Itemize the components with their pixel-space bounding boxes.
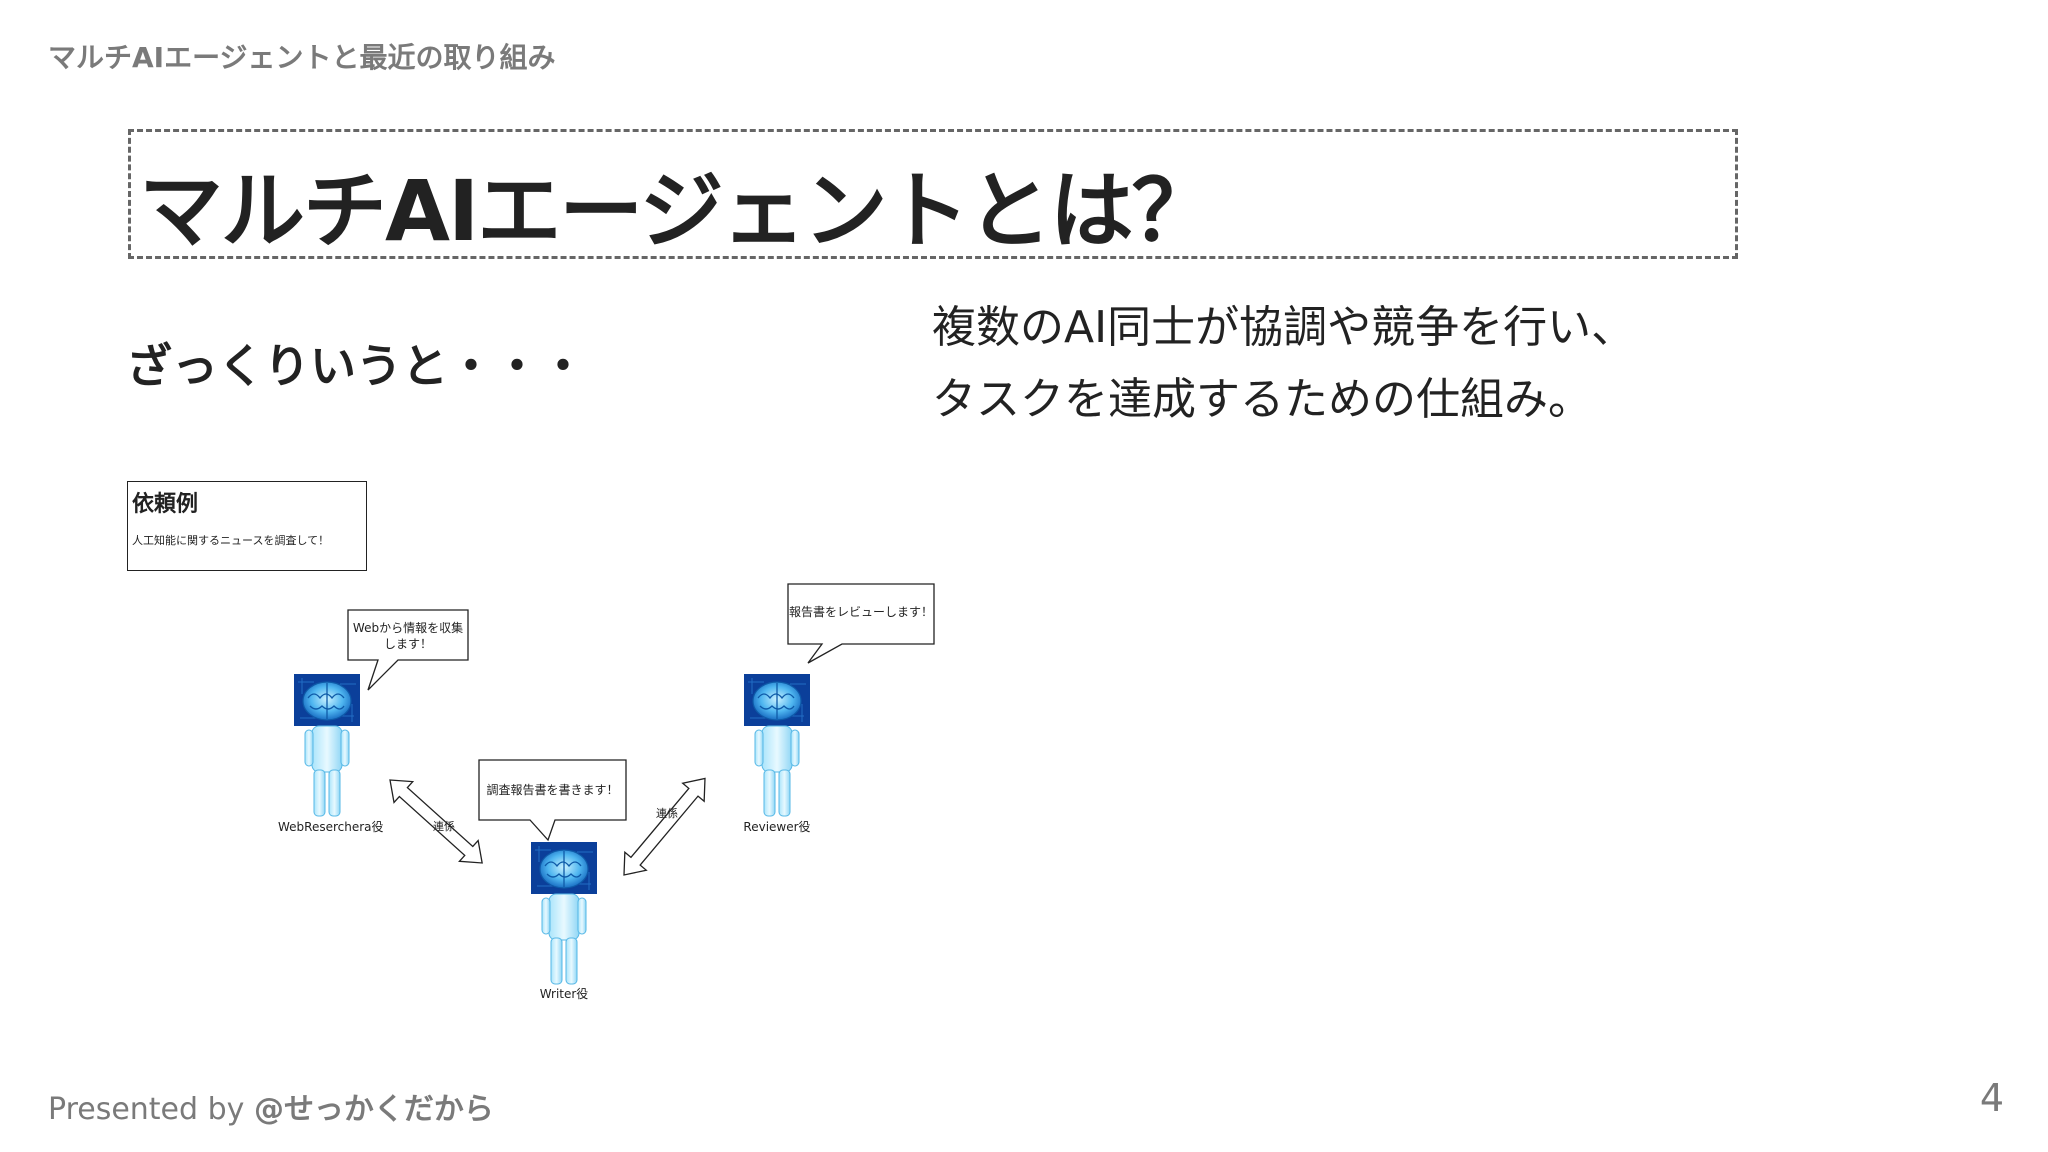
description: 複数のAI同士が協調や競争を行い、 タスクを達成するための仕組み。 — [932, 292, 1635, 436]
request-body: 人工知能に関するニュースを調査して！ — [132, 534, 330, 547]
lead-text: ざっくりいうと・・・ — [126, 339, 586, 393]
reviewer-speech-bubble — [787, 583, 935, 664]
reviewer-agent-icon — [744, 674, 810, 817]
reviewer-agent-label: Reviewer役 — [743, 820, 811, 834]
reviewer-speech-text: 報告書をレビューします！ — [788, 605, 933, 619]
web-agent-icon — [294, 674, 360, 817]
web-speech-bubble — [347, 609, 469, 691]
page-number: 4 — [1979, 1076, 2004, 1120]
request-title: 依頼例 — [132, 492, 199, 517]
footer: Presented by @せっかくだから — [48, 1084, 494, 1128]
right-link-label: 連係 — [656, 807, 678, 820]
web-speech-text: Webから情報を収集 します！ — [352, 621, 464, 651]
writer-speech-bubble — [478, 759, 627, 842]
footer-prefix: Presented by — [48, 1092, 254, 1127]
request-example-box: 依頼例 人工知能に関するニュースを調査して！ — [127, 481, 367, 571]
page-title: マルチAIエージェントとは？ — [139, 162, 1216, 260]
description-line-1: 複数のAI同士が協調や競争を行い、 — [932, 302, 1636, 353]
writer-agent-icon — [531, 842, 597, 985]
description-line-2: タスクを達成するための仕組み。 — [932, 374, 1592, 425]
left-link-arrow — [389, 779, 483, 864]
writer-agent-label: Writer役 — [539, 987, 589, 1001]
web-agent-label: WebReserchera役 — [278, 820, 384, 834]
right-link-arrow — [623, 777, 706, 876]
title-box: マルチAIエージェントとは？ — [128, 129, 1738, 260]
left-link-label: 連係 — [433, 820, 455, 833]
writer-speech-text: 調査報告書を書きます！ — [486, 783, 619, 797]
deck-header: マルチAIエージェントと最近の取り組み — [48, 41, 556, 74]
footer-handle: @せっかくだから — [253, 1092, 494, 1127]
